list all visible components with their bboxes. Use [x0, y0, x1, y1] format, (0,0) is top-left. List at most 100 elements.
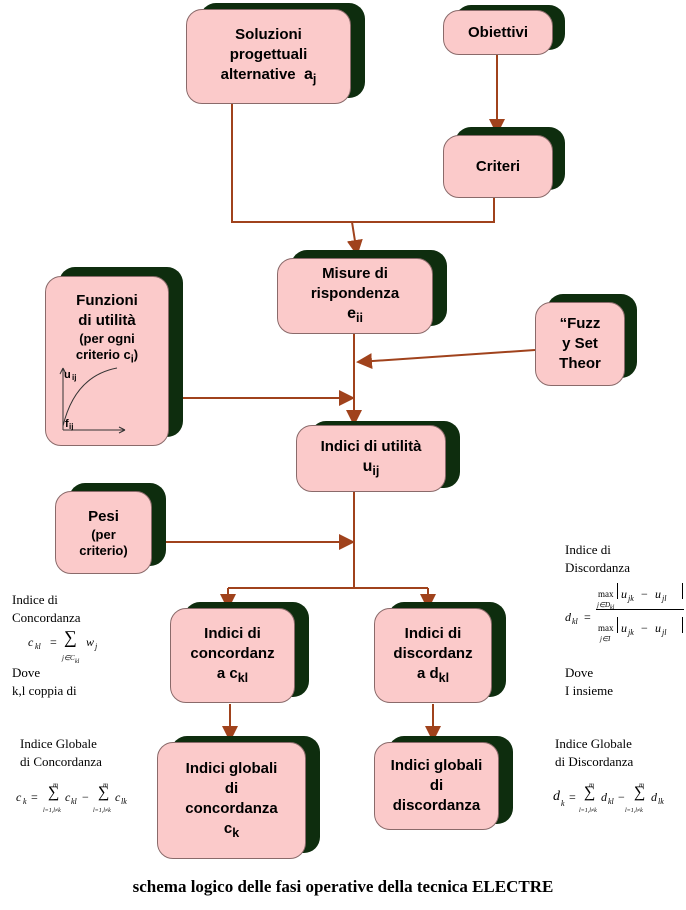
soluzioni-line3: alternative [220, 65, 296, 83]
misure-line1: Misure di [322, 265, 388, 282]
glob-disc-line2: di [429, 777, 444, 794]
graph-y-label: u [64, 369, 71, 381]
discordanza-line2: discordanz [393, 644, 473, 662]
utility-curve-graph: u ij f ij [59, 367, 126, 434]
criteri-label: Criteri [475, 157, 521, 175]
disc-den-b: u [655, 621, 661, 635]
gdisc-term2: d [651, 790, 657, 804]
disc-dove: Dove [565, 665, 594, 680]
funzioni-line1: Funzioni [76, 292, 138, 309]
funzioni-line4-sub: i [130, 353, 134, 366]
concordanza-line3-sub: kl [237, 670, 249, 685]
glob-disc-line3: discordanza [392, 797, 481, 814]
concordanza-line1: Indici di [204, 624, 261, 642]
formula-globale-discordanza: Indice Globale di Discordanza d k = m ∑ … [553, 735, 685, 830]
utilita-symbol-sub: ij [372, 463, 380, 478]
fuzzy-line3: Theor [559, 355, 601, 372]
funzioni-line3: (per ogni [79, 331, 135, 346]
connector-soluzioni [231, 102, 352, 223]
disc-den-a: u [621, 621, 627, 635]
misure-symbol: e [347, 305, 356, 322]
glob-conc-symbol: c [223, 819, 233, 837]
graph-x-label-sub: ij [69, 422, 73, 431]
gdisc-term1-sub: kl [608, 797, 614, 806]
connector-fuzzy [356, 349, 536, 370]
disc-num-b: u [655, 587, 661, 601]
gconc-title1: Indice Globale [20, 736, 97, 751]
gconc-minus: − [82, 790, 89, 804]
gconc-title2: di Concordanza [20, 754, 102, 769]
conc-sum: ∑ [64, 627, 77, 647]
gconc-term1: c [65, 790, 71, 804]
conc-eq: = [50, 635, 57, 649]
discordanza-line3-sub: kl [438, 670, 450, 685]
soluzioni-line2: progettuali [229, 45, 308, 63]
gdisc-term2-sub: lk [658, 797, 664, 806]
funzioni-line4: criterio c [75, 347, 131, 362]
graph-x-label: f [65, 418, 69, 430]
obiettivi-label: Obiettivi [467, 23, 528, 41]
disc-num-a: u [621, 587, 627, 601]
conc-title1: Indice di [12, 592, 58, 607]
glob-conc-line1: Indici globali [185, 759, 278, 777]
soluzioni-line1: Soluzioni [235, 25, 302, 43]
pesi-line2: (per [91, 526, 116, 542]
conc-lhs-sub: kl [35, 642, 41, 651]
conc-sum-sub: j∈C [62, 654, 75, 662]
discordanza-line3: a d [416, 664, 439, 682]
disc-den-max: max [598, 623, 614, 633]
gdisc-sum2-bot: l=1,l≠k [625, 808, 643, 814]
disc-den-a-sub: jk [628, 628, 634, 637]
conc-lhs: c [28, 635, 34, 649]
disc-den-minus: − [641, 621, 648, 635]
conc-sum-sub2: kl [75, 659, 80, 665]
gconc-term2-sub: lk [121, 797, 127, 806]
soluzioni-symbol-sub: j [312, 71, 317, 86]
graph-y-label-sub: ij [72, 373, 76, 382]
gdisc-minus: − [618, 790, 625, 804]
disc-num-max-sub2: kl [610, 605, 615, 611]
utilita-line1: Indici di utilità [320, 437, 422, 455]
gdisc-sum2-top: m [639, 781, 645, 789]
gconc-lhs-sub: k [23, 797, 27, 806]
gdisc-lhs: d [553, 789, 560, 804]
connector-criteri [352, 198, 495, 223]
conc-coppia: k,l coppia di [12, 683, 77, 698]
fuzzy-line2: y Set [562, 335, 598, 352]
disc-title1: Indice di [565, 542, 611, 557]
pesi-line3: criterio) [79, 542, 128, 558]
disc-den-b-sub: jl [662, 628, 667, 637]
disc-num-a-sub: jk [628, 594, 634, 603]
connector-to-misure [346, 221, 363, 256]
formula-discordanza: Indice di Discordanza d kl = max j∈D kl … [565, 541, 685, 701]
disc-num-max-sub: j∈D [597, 601, 611, 609]
gconc-sum2-top: m [103, 781, 109, 789]
disc-den-max-sub: j∈I [600, 635, 611, 643]
gdisc-eq: = [569, 790, 576, 804]
gconc-sum1-bot: l=1,l≠k [43, 808, 61, 814]
misure-line2: rispondenza [310, 285, 400, 302]
gconc-term1-sub: kl [71, 797, 77, 806]
gconc-term2: c [115, 790, 121, 804]
disc-insieme: I insieme [565, 683, 614, 698]
discordanza-line1: Indici di [404, 624, 462, 642]
conc-term: w [86, 635, 95, 649]
conc-term-sub: j [95, 642, 98, 651]
gdisc-title1: Indice Globale [555, 736, 632, 751]
funzioni-line2: di utilità [78, 312, 136, 329]
gconc-eq: = [31, 790, 38, 804]
gconc-lhs: c [16, 790, 22, 804]
disc-eq: = [584, 610, 591, 624]
fuzzy-line1: “Fuzz [559, 315, 601, 332]
concordanza-line2: concordanz [190, 644, 275, 662]
glob-conc-symbol-sub: k [232, 825, 240, 840]
conc-title2: Concordanza [12, 610, 81, 625]
disc-lhs-sub: kl [572, 617, 578, 626]
utilita-symbol: u [362, 457, 373, 475]
pesi-line1: Pesi [88, 507, 119, 525]
glob-conc-line3: concordanza [185, 799, 278, 817]
gdisc-sum1-top: m [589, 781, 595, 789]
gconc-sum1-top: m [53, 781, 59, 789]
concordanza-line3: a c [216, 664, 238, 682]
